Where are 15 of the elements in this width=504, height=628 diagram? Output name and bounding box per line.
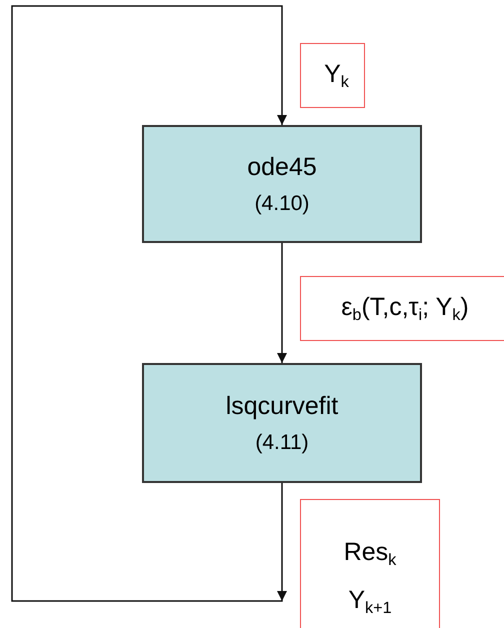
function-name: lsqcurvefit [226, 392, 338, 420]
feedback-arrow [11, 5, 287, 602]
arrow [277, 243, 287, 363]
function-name: ode45 [247, 152, 317, 182]
variable-label: Y$_{k}$ [324, 60, 349, 92]
variable-label: ε$_{b}$(T,c,τ$_{i}$; Y$_{k}$) [341, 292, 469, 324]
variable-box [300, 43, 365, 108]
equation-number: (4.11) [255, 430, 309, 454]
process-box [142, 125, 422, 243]
variable-box [300, 276, 504, 341]
equation-number: (4.10) [254, 192, 310, 216]
variable-label: Res$_{k}$ [344, 538, 396, 570]
process-box [142, 363, 422, 483]
variable-label: Y$_{k+1}$ [348, 586, 392, 618]
variable-box [300, 499, 440, 628]
